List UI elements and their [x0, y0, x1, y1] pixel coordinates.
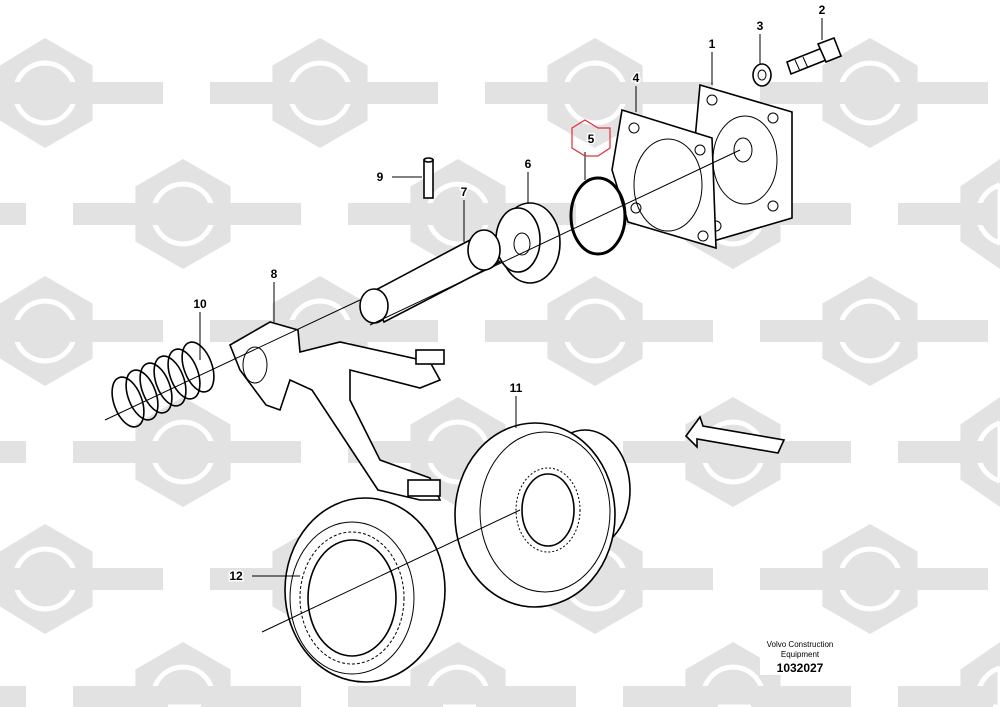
drawing-footer: Volvo Construction Equipment 1032027 [760, 640, 840, 675]
part-8-shift-fork [228, 321, 445, 501]
callout-12: 12 [229, 569, 243, 583]
part-5-o-ring [569, 176, 627, 256]
watermark-logo [898, 159, 1000, 269]
part-11-sleeve [454, 422, 631, 608]
callout-2: 2 [819, 3, 826, 17]
callout-5: 5 [588, 132, 595, 146]
watermark-logo [760, 524, 988, 634]
watermark-logo [73, 159, 301, 269]
callout-4: 4 [633, 71, 640, 85]
callout-3: 3 [757, 19, 764, 33]
callout-11: 11 [510, 381, 523, 395]
watermark-logo [760, 276, 988, 386]
part-4-gasket [611, 108, 717, 250]
drawing-number: 1032027 [776, 661, 824, 675]
watermark-logo [485, 38, 713, 148]
watermark-logo [0, 422, 26, 482]
callout-5-highlight [571, 119, 611, 157]
callout-7: 7 [461, 185, 468, 199]
publisher-text: Volvo Construction Equipment [766, 640, 834, 659]
part-7-shaft [359, 229, 502, 324]
callout-8: 8 [271, 267, 278, 281]
leader-lines [104, 18, 823, 633]
watermark-logo [210, 38, 438, 148]
part-2-bolt [786, 36, 843, 76]
direction-arrow [684, 415, 786, 454]
watermark-logo [73, 397, 301, 507]
watermark-logo [0, 667, 26, 707]
part-10-spring [111, 341, 215, 428]
watermark-logo [898, 397, 1000, 507]
part-12-gear-ring [284, 497, 446, 683]
watermark-logo [0, 524, 163, 634]
part-9-pin [423, 157, 434, 199]
watermark-logo [348, 642, 576, 707]
callout-1: 1 [709, 37, 716, 51]
watermark-logo [0, 276, 163, 386]
part-3-washer [752, 63, 772, 87]
callout-9: 9 [377, 170, 384, 184]
watermark-logo [0, 184, 26, 244]
watermark-logo [760, 38, 988, 148]
watermark-logo [898, 642, 1000, 707]
watermark-logo [0, 38, 163, 148]
washer-hole [757, 69, 767, 81]
watermark-logo [485, 276, 713, 386]
callout-10: 10 [193, 297, 207, 311]
part-6-bushing [495, 202, 561, 284]
watermark-logo [623, 642, 851, 707]
watermark-logo [73, 642, 301, 707]
callout-6: 6 [525, 157, 532, 171]
